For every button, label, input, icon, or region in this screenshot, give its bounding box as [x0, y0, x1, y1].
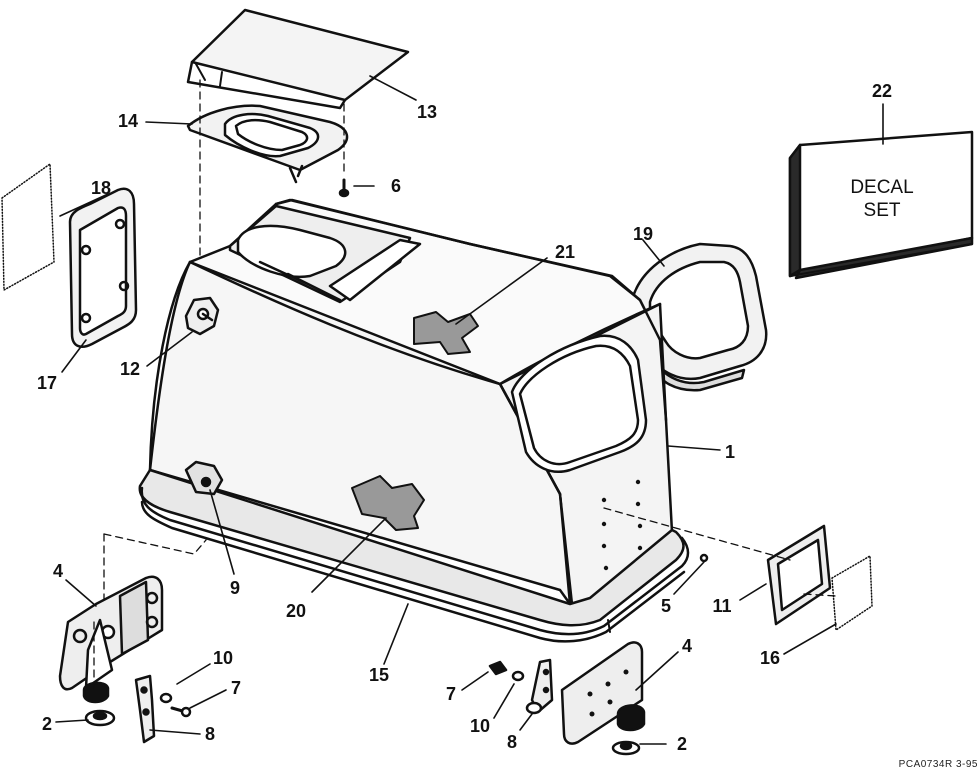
callout-16: 16 — [759, 648, 781, 668]
callout-5: 5 — [660, 596, 672, 616]
part-2-left-grommet — [84, 709, 116, 727]
leader-lines — [55, 75, 884, 745]
callout-8-right: 8 — [506, 732, 518, 752]
callout-4-left: 4 — [52, 561, 64, 581]
part-6-screw — [338, 178, 350, 198]
part-5-screw — [699, 553, 709, 563]
callout-7-right: 7 — [445, 684, 457, 704]
decal-set-label: DECAL SET — [808, 176, 956, 222]
part-4-right-bracket — [560, 641, 646, 745]
part-20-decal — [351, 475, 425, 531]
part-12-knob — [184, 296, 220, 336]
callout-22: 22 — [871, 81, 893, 101]
callout-20: 20 — [285, 601, 307, 621]
callout-2-left: 2 — [41, 714, 53, 734]
callout-10-left: 10 — [212, 648, 234, 668]
part-1-engine-cowl — [148, 198, 674, 606]
callout-11: 11 — [712, 596, 732, 616]
part-10-right-washer — [511, 670, 525, 682]
part-8-left-strap — [134, 674, 156, 744]
callout-13: 13 — [416, 102, 438, 122]
part-19-window — [624, 242, 768, 392]
callout-1: 1 — [724, 442, 736, 462]
callout-21: 21 — [554, 242, 576, 262]
part-22-decal-set-box — [788, 130, 974, 280]
callout-8-left: 8 — [204, 724, 216, 744]
callout-9: 9 — [229, 578, 241, 598]
part-21-decal — [413, 311, 479, 355]
callout-17: 17 — [36, 373, 58, 393]
part-4-left-bracket — [58, 575, 164, 704]
callout-14: 14 — [117, 111, 139, 131]
part-18-panel — [1, 163, 55, 291]
assembly-lines — [93, 79, 837, 689]
cowl-mounting-holes — [601, 479, 643, 571]
callout-19: 19 — [632, 224, 654, 244]
part-7-left-bolt — [170, 706, 192, 718]
decal-set-line2: SET — [863, 200, 901, 221]
callout-15: 15 — [368, 665, 390, 685]
drawing-reference-number: PCA0734R 3-95 — [898, 759, 978, 770]
callout-18: 18 — [90, 178, 112, 198]
part-14-bezel — [186, 104, 349, 184]
part-11-plate — [766, 524, 832, 626]
decal-set-line1: DECAL — [850, 177, 914, 198]
part-7-right-bolt — [488, 660, 508, 676]
part-2-right-grommet — [611, 740, 641, 756]
callout-7-left: 7 — [230, 678, 242, 698]
part-16-sheet — [831, 555, 873, 631]
part-17-frame — [68, 187, 138, 348]
part-13-top-cap — [186, 8, 410, 110]
part-10-left-washer — [159, 692, 173, 704]
callout-6: 6 — [390, 176, 402, 196]
part-9-latch — [184, 460, 224, 496]
callout-4-right: 4 — [681, 636, 693, 656]
part-8-right-strap — [525, 658, 554, 715]
callout-12: 12 — [119, 359, 141, 379]
callout-10-right: 10 — [469, 716, 491, 736]
callout-2-right: 2 — [676, 734, 688, 754]
